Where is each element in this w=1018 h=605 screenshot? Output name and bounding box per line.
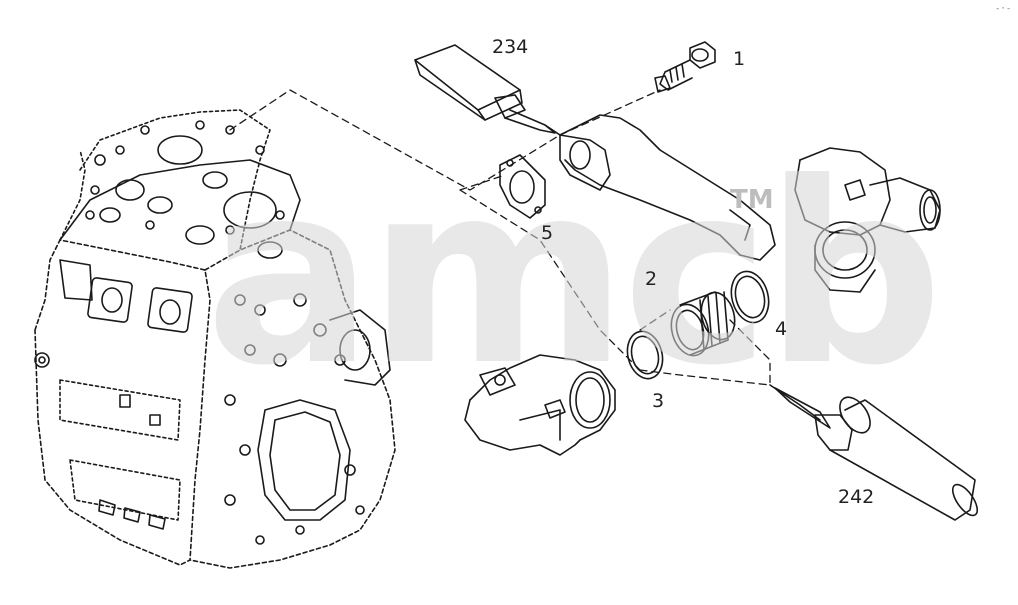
engine-block [34,109,396,569]
water-outlet-pipe [559,114,941,293]
callout-234: 234 [492,36,529,58]
seal-ring-3 [626,330,664,380]
gasket-5 [499,154,546,219]
thermostat-2 [670,291,736,357]
watermark-logo: amcb [205,129,943,420]
callout-2: 2 [645,268,658,290]
sealant-tube-234 [414,44,561,136]
callout-5: 5 [541,222,554,244]
bolt-1 [654,41,716,93]
corner-mark: -·- [995,4,1012,14]
callout-4: 4 [775,318,788,340]
sealant-tube-242 [769,384,979,521]
watermark-trademark: TM [730,185,774,215]
callout-242: 242 [838,486,875,508]
callout-1: 1 [733,48,746,70]
seal-ring-4 [730,270,770,324]
thermostat-housing [464,354,616,456]
callout-3: 3 [652,390,665,412]
